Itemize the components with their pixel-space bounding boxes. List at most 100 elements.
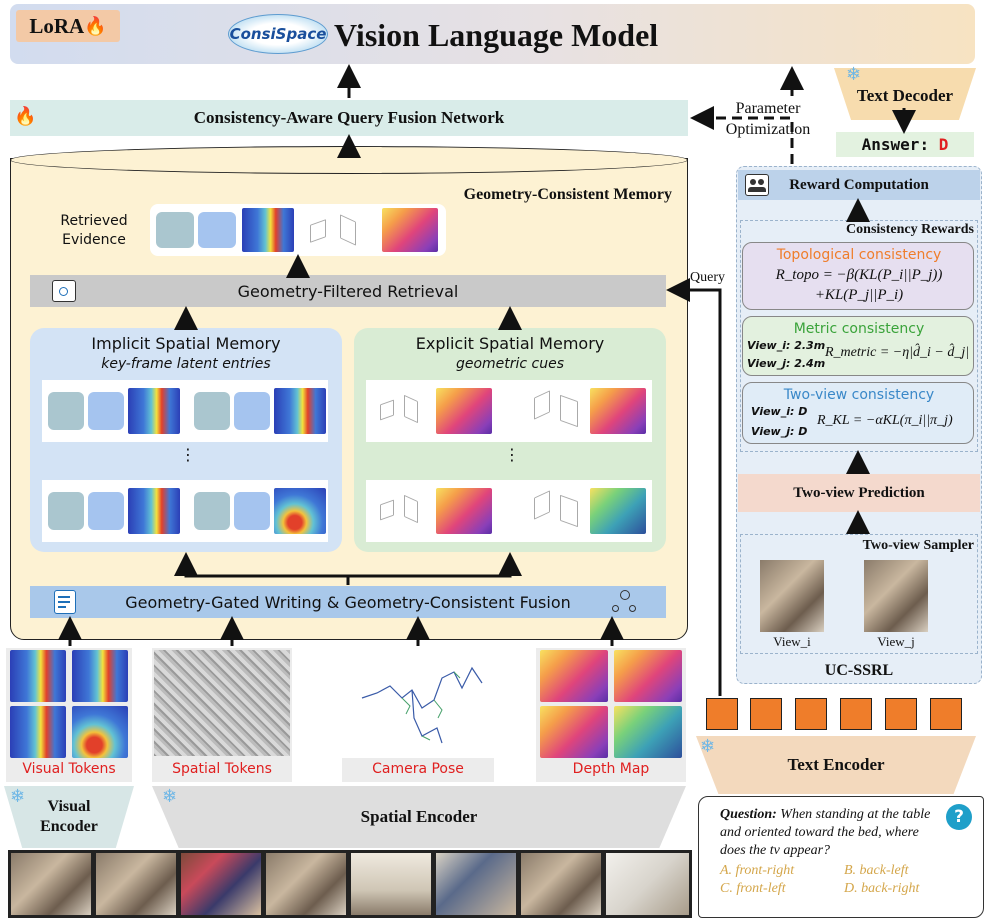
- topological-formula-line1: R_topo = −β(KL(P_i||P_j)): [775, 267, 943, 283]
- memory-cylinder-top: [10, 146, 688, 174]
- snowflake-icon: ❄: [162, 786, 178, 806]
- snowflake-icon: ❄: [10, 786, 26, 806]
- snowflake-icon: ❄: [700, 736, 716, 756]
- view-i-image: [760, 560, 824, 632]
- geometry-filtered-retrieval: Geometry-Filtered Retrieval: [30, 275, 666, 307]
- depth-map-thumbnail: [614, 650, 682, 702]
- topological-consistency-card: Topological consistency R_topo = −β(KL(P…: [742, 242, 974, 310]
- two-view-prediction: Two-view Prediction: [738, 474, 980, 512]
- camera-trajectory-plot: [342, 648, 494, 758]
- metric-view-j: View_j: 2.4m: [747, 357, 826, 370]
- metric-title: Metric consistency: [793, 321, 925, 337]
- video-frame: [11, 853, 91, 915]
- camera-pose-panel: Camera Pose: [342, 648, 494, 782]
- camera-frustum-icon: [404, 494, 418, 524]
- text-decoder: Text Decoder: [834, 68, 976, 120]
- help-icon-glyph: ?: [954, 807, 964, 827]
- question-body: When standing at the table and oriented …: [720, 807, 931, 858]
- latent-entry-tile: [194, 492, 230, 530]
- depth-map-thumbnail: [540, 650, 608, 702]
- fusion-network-label: Consistency-Aware Query Fusion Network: [193, 108, 505, 127]
- latent-entry-tile: [88, 392, 124, 430]
- question-text-block: Question: When standing at the table and…: [720, 806, 946, 860]
- spatial-encoder: Spatial Encoder: [152, 786, 686, 848]
- implicit-memory-subtitle: key-frame latent entries: [101, 356, 271, 372]
- answer-value: D: [938, 135, 949, 154]
- retrieved-line: Retrieved: [60, 213, 128, 229]
- reward-computation-label: Reward Computation: [789, 176, 929, 193]
- implicit-entry-row: [42, 480, 328, 542]
- latent-entry-tile: [48, 392, 84, 430]
- heatmap-thumbnail: [128, 488, 180, 534]
- option-a: A. front-right: [720, 863, 795, 878]
- heatmap-thumbnail: [274, 388, 326, 434]
- depth-thumbnail: [436, 388, 492, 434]
- visual-token-thumbnail: [72, 650, 128, 702]
- parameter-line: Parameter: [735, 100, 801, 117]
- camera-frustum-icon: [380, 499, 394, 521]
- text-encoder-label: Text Encoder: [787, 755, 885, 774]
- input-frames-strip: [8, 850, 692, 918]
- text-token: [795, 698, 827, 730]
- latent-entry-tile: [234, 392, 270, 430]
- heatmap-thumbnail: [242, 208, 294, 252]
- two-view-consistency-card: Two-view consistency View_i: D View_j: D…: [742, 382, 974, 444]
- depth-map-label: Depth Map: [572, 761, 650, 777]
- option-d: D. back-right: [844, 881, 920, 896]
- camera-frustum-icon: [560, 494, 578, 528]
- metric-consistency-card: Metric consistency View_i: 2.3m View_j: …: [742, 316, 974, 376]
- view-j-label: View_j: [877, 634, 915, 649]
- page-title: Vision Language Model: [334, 17, 659, 53]
- heatmap-thumbnail: [128, 388, 180, 434]
- visual-token-thumbnail: [72, 706, 128, 758]
- camera-frustum-icon: [404, 394, 418, 424]
- camera-pose-label: Camera Pose: [372, 761, 464, 777]
- network-node-icon: [612, 590, 638, 614]
- depth-map-panel: Depth Map: [536, 648, 686, 782]
- video-frame: [181, 853, 261, 915]
- team-icon: [745, 174, 769, 196]
- latent-entry-tile: [48, 492, 84, 530]
- answer-prefix: Answer:: [861, 135, 930, 154]
- visual-encoder-line1: Visual: [47, 798, 91, 815]
- consistency-rewards-label: Consistency Rewards: [846, 222, 974, 237]
- depth-thumbnail: [382, 208, 438, 252]
- camera-frustum-icon: [534, 490, 550, 520]
- option-c: C. front-left: [720, 881, 786, 896]
- visual-encoder-line2: Encoder: [40, 818, 98, 835]
- spatial-tokens-panel: Spatial Tokens: [152, 648, 292, 782]
- two-view-view-i: View_i: D: [751, 405, 808, 418]
- evidence-line: Evidence: [62, 232, 126, 248]
- fire-icon: 🔥: [84, 15, 107, 36]
- text-token: [840, 698, 872, 730]
- implicit-entry-row: [42, 380, 328, 442]
- text-token: [885, 698, 917, 730]
- vlm-header: [10, 4, 975, 64]
- camera-frustum-icon: [560, 394, 578, 428]
- camera-frustum-icon: [534, 390, 550, 420]
- visual-tokens-panel: Visual Tokens: [6, 648, 132, 782]
- text-token: [930, 698, 962, 730]
- snowflake-icon: ❄: [846, 64, 862, 84]
- view-i-label: View_i: [773, 634, 811, 649]
- topological-title: Topological consistency: [776, 247, 942, 263]
- consispace-logo: ConsiSpace: [228, 14, 328, 54]
- explicit-memory-subtitle: geometric cues: [455, 356, 565, 372]
- metric-formula: R_metric = −η|d̂_i − d̂_j|: [825, 345, 970, 360]
- question-scroll: [698, 796, 984, 918]
- retrieval-label: Geometry-Filtered Retrieval: [237, 281, 459, 301]
- two-view-formula: R_KL = −αKL(π_i||π_j): [817, 413, 953, 428]
- latent-entry-tile: [234, 492, 270, 530]
- option-b: B. back-left: [844, 863, 909, 878]
- uc-ssrl-label: UC-SSRL: [824, 662, 894, 679]
- vertical-ellipsis: ⋮: [180, 445, 196, 464]
- point-cloud-thumbnail: [154, 650, 290, 756]
- geometry-gated-writing-bar: Geometry-Gated Writing & Geometry-Consis…: [30, 586, 666, 618]
- two-view-sampler-label: Two-view Sampler: [862, 538, 974, 553]
- spatial-tokens-label: Spatial Tokens: [172, 761, 272, 777]
- latent-entry-tile: [198, 212, 236, 248]
- video-frame: [96, 853, 176, 915]
- video-frame: [436, 853, 516, 915]
- two-view-title: Two-view consistency: [783, 387, 935, 403]
- camera-frustum-icon: [310, 219, 326, 243]
